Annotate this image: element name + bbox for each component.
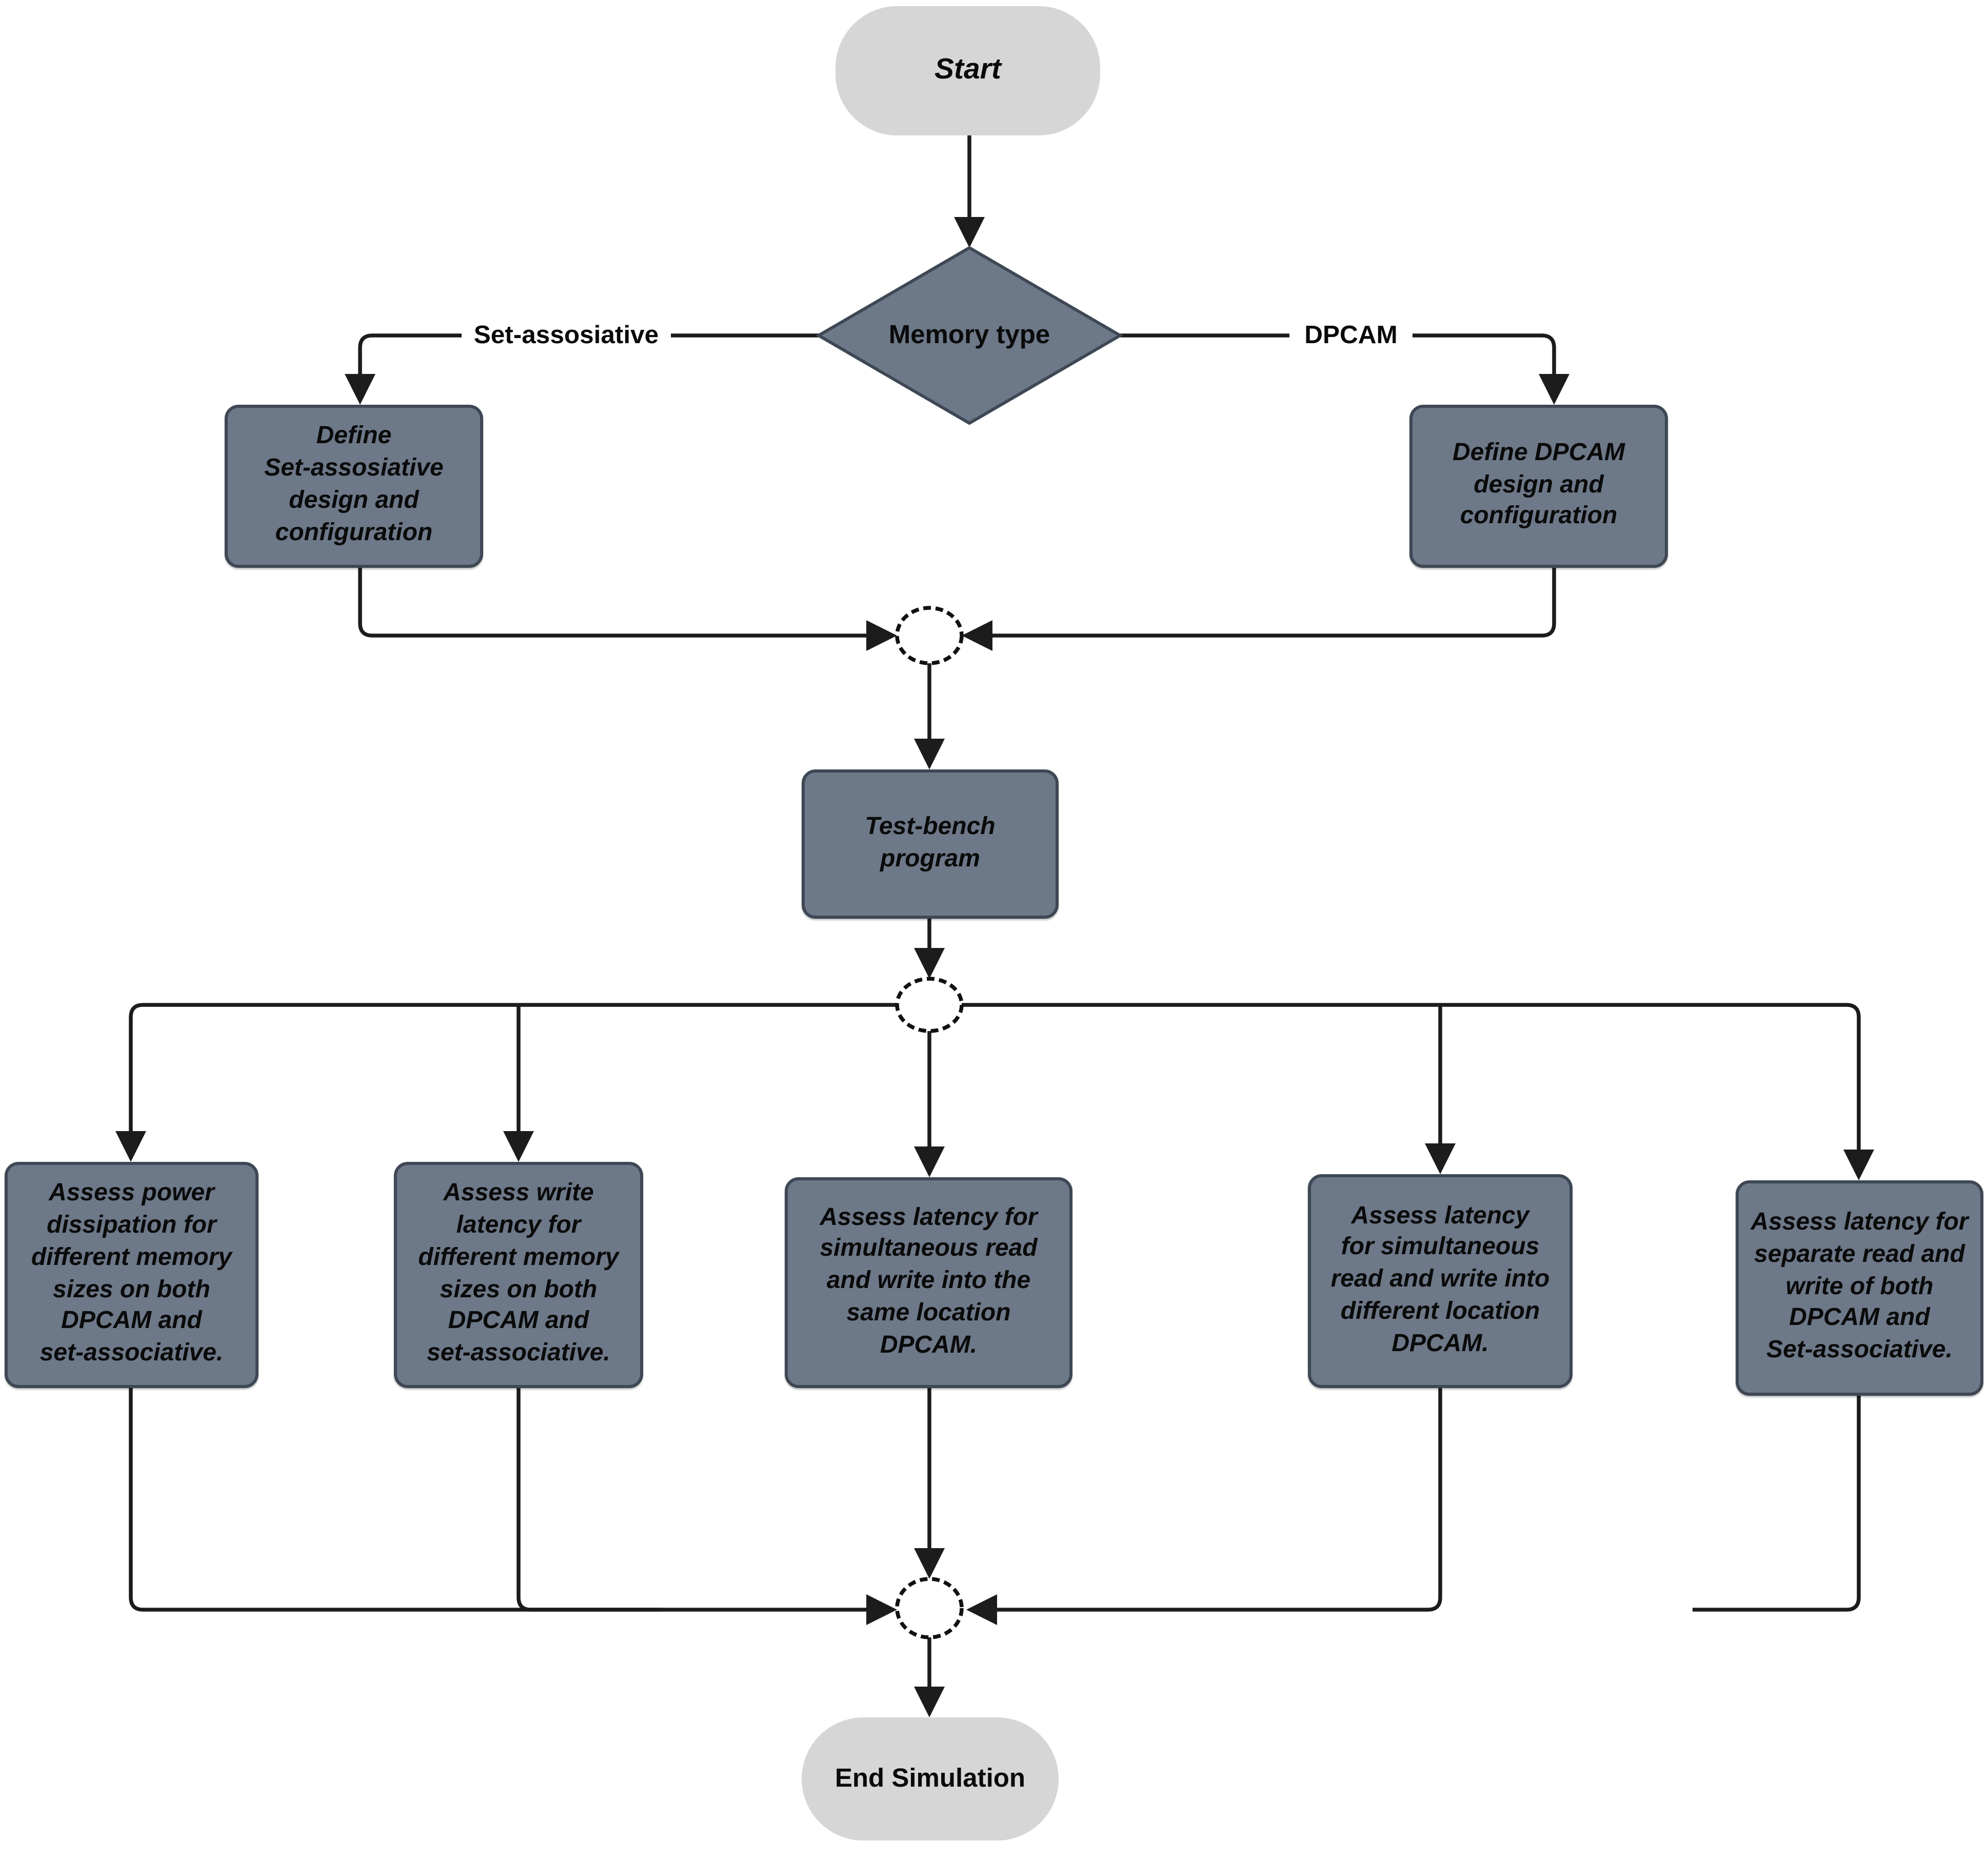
edge-assess-write-to-junction3 <box>516 1388 662 1612</box>
junction-circle-merge-define <box>895 606 964 665</box>
memory-type-decision-label: Memory type <box>888 320 1050 349</box>
edge-assess-power-to-junction3 <box>129 1388 897 1625</box>
assess-power-dissipation-node: Assess power dissipation for different m… <box>5 1162 259 1388</box>
end-simulation-node: End Simulation <box>802 1717 1059 1841</box>
assess-latency-different-location-node: Assess latency for simultaneous read and… <box>1308 1174 1573 1388</box>
test-bench-program-node: Test-bench program <box>802 769 1059 919</box>
junction-circle-fanout <box>895 977 964 1033</box>
edge-assess-separate-to-junction3 <box>1693 1396 1861 1612</box>
edge-memory-type-to-define-dpcam <box>1120 333 1569 405</box>
junction-circle-merge-assess <box>895 1577 964 1639</box>
assess-write-latency-node: Assess write latency for different memor… <box>394 1162 643 1388</box>
edge-fanout-to-assess-separate <box>962 1003 1874 1180</box>
assess-latency-same-location-node: Assess latency for simultaneous read and… <box>785 1177 1072 1388</box>
edge-assess-different-to-junction3 <box>966 1388 1442 1625</box>
start-node: Start <box>836 6 1100 135</box>
edge-fanout-to-assess-power <box>115 1003 897 1162</box>
define-dpcam-node: Define DPCAM design and configuration <box>1409 405 1668 568</box>
define-set-assosiative-node: Define Set-assosiative design and config… <box>225 405 483 568</box>
branch-label-dpcam: DPCAM <box>1289 320 1413 351</box>
assess-latency-separate-node: Assess latency for separate read and wri… <box>1736 1180 1983 1396</box>
branch-label-set-assosiative: Set-assosiative <box>462 320 671 351</box>
edge-define-set-to-junction1 <box>358 568 897 651</box>
memory-type-decision-shape <box>816 246 1123 425</box>
edge-define-dpcam-to-junction1 <box>962 568 1556 651</box>
edge-memory-type-to-define-set <box>345 333 819 405</box>
